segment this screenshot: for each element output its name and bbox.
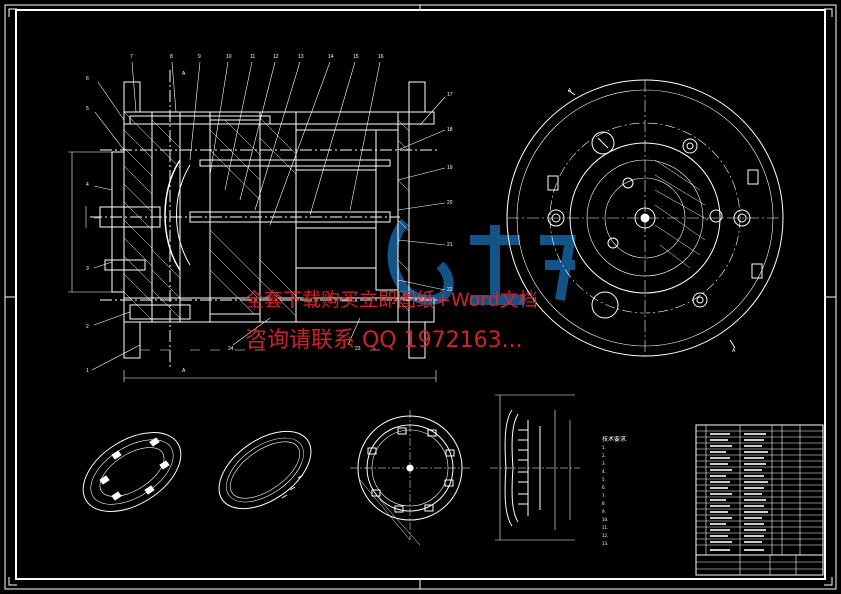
part-label-7: 7: [130, 54, 133, 60]
note-line: 11.: [602, 525, 609, 530]
note-line: 5.: [602, 477, 606, 482]
note-line: 10.: [602, 517, 609, 522]
dimension-lines: [68, 61, 446, 382]
note-line: 13.: [602, 541, 609, 546]
part-side-section: [490, 394, 580, 541]
part-front-view: [350, 410, 470, 546]
part-label-5: 5: [86, 106, 89, 112]
parts-list-table: [695, 424, 824, 576]
part-label-9: 9: [198, 54, 201, 60]
mold-section-view: [90, 70, 440, 370]
note-line: 12.: [602, 533, 609, 538]
section-mark-top: A: [182, 71, 186, 77]
watermark-line-1: 全套下载购买立即图纸+Word文档: [245, 289, 538, 311]
part-label-11: 11: [250, 54, 255, 60]
part-label-14: 14: [328, 54, 334, 60]
drawing-frame: [4, 4, 837, 590]
section-mark-plan-bottom: A: [732, 348, 736, 354]
note-line: 8.: [602, 501, 606, 506]
watermark-line-2: 咨询请联系 QQ 1972163...: [245, 328, 523, 353]
note-line: 6.: [602, 485, 606, 490]
part-label-16: 16: [378, 54, 384, 60]
part-label-12: 12: [273, 54, 279, 60]
part-label-24: 24: [228, 346, 234, 352]
note-line: 3.: [602, 461, 606, 466]
part-isometric-views: [82, 430, 312, 512]
section-mark-bottom: A: [182, 368, 186, 374]
part-label-10: 10: [226, 54, 232, 60]
part-label-21: 21: [447, 242, 453, 248]
note-line: 7.: [602, 493, 606, 498]
mold-plan-view: [506, 79, 784, 357]
note-line: 1.: [602, 445, 606, 450]
part-label-3: 3: [86, 266, 89, 272]
part-number-labels: 7 8 9 10 11 12 13 14 15 16 6 5 4 3 2 1 1…: [86, 54, 736, 374]
part-label-18: 18: [447, 127, 453, 133]
note-line: 9.: [602, 509, 606, 514]
watermark-logo: [387, 218, 576, 306]
part-label-23: 23: [355, 346, 361, 352]
part-label-17: 17: [447, 92, 453, 98]
part-label-13: 13: [298, 54, 304, 60]
note-line: 2.: [602, 453, 606, 458]
technical-notes: 技术要求 1. 2. 3. 4. 5. 6. 7. 8. 9. 10. 11. …: [602, 436, 688, 548]
notes-title: 技术要求: [602, 436, 627, 443]
part-label-22: 22: [447, 287, 453, 293]
part-label-6: 6: [86, 76, 89, 82]
part-label-2: 2: [86, 324, 89, 330]
part-label-15: 15: [353, 54, 359, 60]
part-label-8: 8: [170, 54, 173, 60]
part-label-20: 20: [447, 200, 453, 206]
part-label-4: 4: [86, 182, 89, 188]
note-line: 4.: [602, 469, 606, 474]
part-label-1: 1: [86, 368, 89, 374]
part-label-19: 19: [447, 165, 453, 171]
